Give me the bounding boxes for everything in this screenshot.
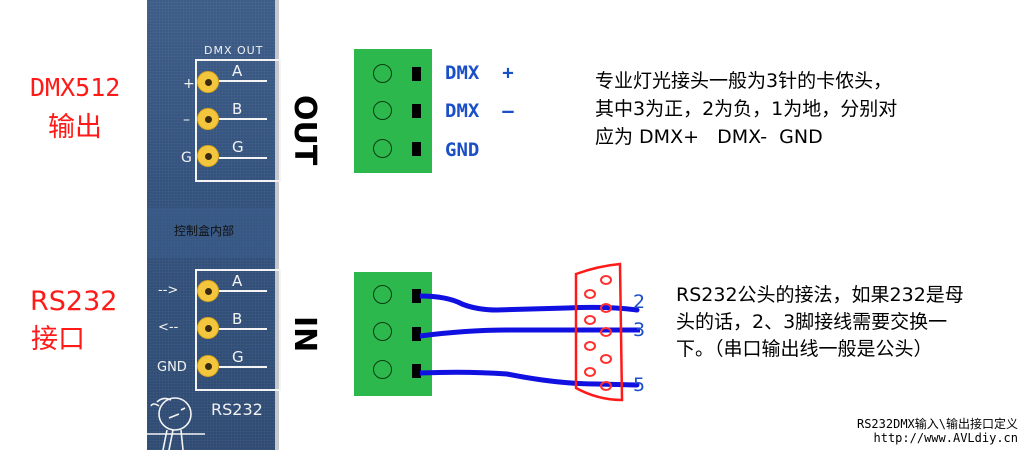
terminal-hole-1	[373, 64, 392, 83]
solder-pad-in-b	[197, 317, 219, 339]
wire-pin-3	[420, 327, 640, 339]
dmx-note-line-2: 其中3为正，2为负，1为地，分别对	[595, 98, 898, 120]
rs232-note-line-1: RS232公头的接法，如果232是母	[676, 284, 964, 306]
solder-pad-out-g	[197, 145, 219, 167]
in-pin-letter-g: G	[232, 348, 244, 366]
solder-pad-out-b	[197, 108, 219, 130]
out-vertical-label: OUT	[287, 95, 322, 166]
terminal-pin-1	[412, 289, 421, 303]
dmx-out-box	[195, 59, 281, 182]
trace-in-b	[219, 328, 267, 330]
terminal-hole-2	[373, 322, 392, 341]
terminal-hole-3	[373, 139, 392, 158]
control-box-label: 控制盒内部	[174, 224, 235, 238]
trace-in-a	[219, 290, 267, 292]
db9-pin-holes	[584, 275, 612, 391]
terminal-pin-2	[412, 104, 421, 118]
terminal-pin-2	[412, 327, 421, 341]
rs232-in-box	[195, 269, 281, 391]
trace-out-b	[219, 118, 267, 120]
db9-wiring-diagram	[420, 262, 640, 402]
dmx-plus-label: DMX +	[445, 62, 514, 84]
out-pin-letter-a: A	[232, 62, 243, 80]
dmx512-output-label: 输出	[48, 112, 102, 143]
terminal-pin-3	[412, 142, 421, 156]
terminal-pin-3	[412, 364, 421, 378]
db9-pin-3-label: 3	[633, 319, 646, 341]
wire-pin-5	[420, 369, 640, 388]
terminal-hole-1	[373, 285, 392, 304]
dmx-out-title: DMX OUT	[204, 44, 264, 57]
rs232-note-line-2: 头的话，2、3脚接线需要交换一	[676, 311, 948, 333]
pcb-rs232-label: RS232	[211, 400, 263, 419]
footer-title: RS232DMX输入\输出接口定义	[856, 417, 1018, 431]
rs232-in-box-edge	[279, 269, 281, 391]
wire-pin-2	[420, 293, 640, 313]
out-pin-letter-b: B	[232, 100, 243, 118]
solder-pad-in-g	[197, 355, 219, 377]
trace-out-a	[219, 80, 267, 82]
in-mark-rx: <--	[158, 320, 179, 335]
in-mark-tx: -->	[158, 283, 179, 298]
in-pin-letter-b: B	[232, 310, 243, 328]
dmx-minus-label: DMX –	[445, 100, 514, 122]
gnd-label: GND	[445, 139, 480, 161]
terminal-hole-3	[373, 360, 392, 379]
trace-in-g	[219, 366, 267, 368]
solder-pad-out-a	[197, 71, 219, 93]
rs232-label: RS232	[30, 286, 118, 317]
out-mark-ground: G	[181, 150, 192, 166]
terminal-pin-1	[412, 67, 421, 81]
trace-out-g	[219, 157, 267, 159]
out-mark-minus: –	[183, 112, 190, 128]
rs232-interface-label: 接口	[31, 324, 85, 355]
mascot-doodle-icon	[147, 397, 205, 450]
db9-pin-5-label: 5	[633, 374, 646, 396]
out-pin-letter-g: G	[232, 138, 244, 156]
in-vertical-label: IN	[287, 316, 322, 353]
solder-pad-in-a	[197, 280, 219, 302]
panel-band	[147, 208, 275, 258]
db9-pin-2-label: 2	[633, 291, 646, 313]
dmx-out-box-edge	[279, 59, 281, 182]
footer-url[interactable]: http://www.AVLdiy.cn	[873, 431, 1019, 445]
db9-shell-outline	[574, 262, 624, 402]
in-mark-gnd: GND	[157, 360, 187, 375]
dmx-note-line-1: 专业灯光接头一般为3针的卡侬头，	[595, 70, 893, 92]
dmx512-label: DMX512	[30, 73, 121, 102]
in-pin-letter-a: A	[232, 272, 243, 290]
rs232-note-line-3: 下。（串口输出线一般是公头）	[676, 338, 933, 360]
terminal-hole-2	[373, 101, 392, 120]
dmx-note-line-3: 应为 DMX+ DMX- GND	[595, 126, 823, 148]
out-mark-plus: +	[183, 76, 195, 92]
